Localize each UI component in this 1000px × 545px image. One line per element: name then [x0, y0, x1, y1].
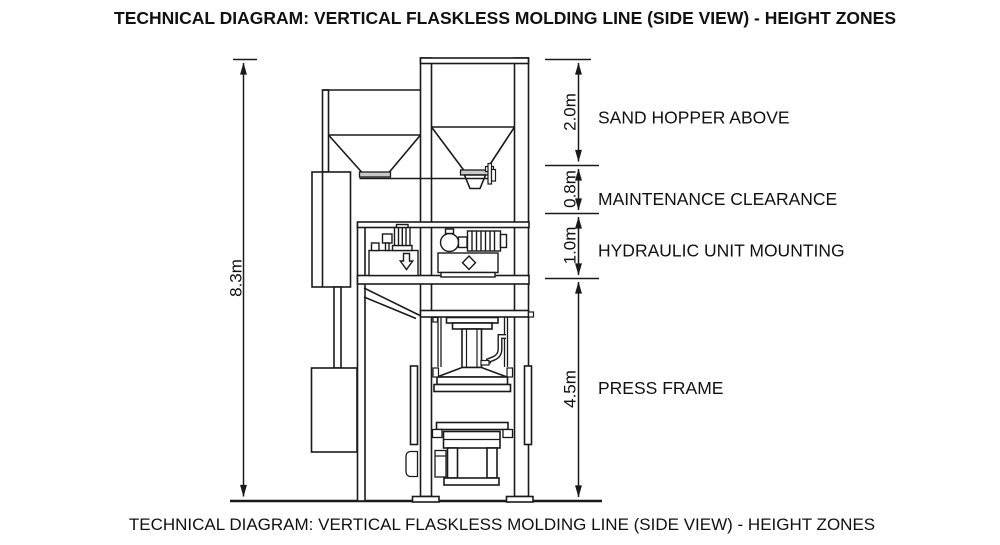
hydraulic-power-unit-right: [437, 228, 508, 278]
pump-cap: [444, 228, 455, 235]
overall-height-dimension: [233, 58, 257, 497]
zone-name-label: PRESS FRAME: [598, 378, 723, 398]
sand-hopper-right: [430, 126, 516, 190]
press-assembly: [419, 309, 535, 393]
table-leg: [486, 447, 498, 479]
hydraulic-power-unit-left: [368, 223, 419, 277]
platen-guide-shoe: [432, 367, 440, 378]
hopper-discharge-neck: [463, 174, 487, 190]
mid-beam: [356, 221, 530, 229]
zone-name-label: SAND HOPPER ABOVE: [598, 108, 790, 128]
side-unit-box: [434, 449, 447, 478]
column-guide-rail-right: [523, 365, 533, 446]
column-guide-rail-left: [409, 365, 419, 446]
table-leg: [446, 447, 459, 479]
beam-tab: [527, 311, 535, 318]
beam-tab: [432, 316, 439, 323]
upper-platen: [436, 376, 509, 386]
diagonal-brace: [363, 287, 422, 317]
page-title-top: TECHNICAL DIAGRAM: VERTICAL FLASKLESS MO…: [114, 8, 896, 28]
hopper-spout-flange: [358, 171, 392, 178]
hopper-funnel-wall: [388, 134, 422, 174]
sand-hopper-left: [321, 89, 488, 180]
column-bumper: [405, 450, 419, 478]
support-post: [356, 223, 366, 502]
valve-block: [370, 242, 380, 252]
frame-top-beam: [419, 57, 530, 65]
mold-table-assembly: [405, 421, 514, 486]
coupling: [457, 236, 468, 249]
hopper-funnel-wall: [430, 126, 465, 171]
hopper-left-wall: [321, 89, 330, 173]
cylinder-mount-plate: [445, 316, 499, 324]
discharge-valve-handle: [490, 168, 497, 182]
pump-housing: [439, 232, 460, 253]
table-end-lip: [502, 428, 514, 439]
hydraulic-pipe-bore: [487, 335, 506, 364]
column-foot-left: [411, 495, 440, 503]
upper-platen-lip: [433, 383, 512, 393]
overall-height-label: 8.3m: [227, 259, 246, 297]
zone-name-label: HYDRAULIC UNIT MOUNTING: [598, 241, 845, 261]
pipe-fitting: [480, 359, 490, 366]
diamond-symbol-icon: [461, 254, 477, 271]
zone-dimension-lines: [545, 58, 599, 498]
table-base-bar: [443, 477, 500, 486]
column-foot-right: [505, 495, 534, 503]
platen-guide-shoe: [506, 367, 514, 378]
zone-dim-label: 1.0m: [561, 227, 580, 265]
filter-cap: [381, 233, 393, 244]
motor-end-cap: [499, 233, 508, 249]
table-end-lip: [431, 428, 443, 439]
motor-cap: [395, 223, 409, 229]
zone-dim-label: 0.8m: [561, 170, 580, 208]
motor-flange: [391, 244, 413, 252]
counterweight-box: [310, 367, 358, 453]
cylinder-flange: [451, 322, 493, 330]
diagonal-brace: [363, 296, 417, 320]
squeeze-head: [436, 366, 508, 378]
filter-stem: [384, 242, 390, 252]
table-top-plate: [435, 421, 509, 431]
molding-machine: [310, 57, 535, 503]
hopper-funnel-wall: [327, 134, 363, 174]
tank-base: [440, 271, 496, 278]
zone-dim-label: 2.0m: [561, 93, 580, 131]
zone-name-label: MAINTENANCE CLEARANCE: [598, 189, 837, 209]
suspension-rod: [333, 286, 342, 369]
zone-dim-label: 4.5m: [561, 370, 580, 408]
electrical-cabinet: [311, 171, 352, 288]
page-title-bottom: TECHNICAL DIAGRAM: VERTICAL FLASKLESS MO…: [129, 515, 875, 534]
press-cylinder: [461, 328, 483, 369]
press-crown-beam: [419, 309, 530, 318]
flow-down-arrow-icon: [398, 252, 415, 271]
